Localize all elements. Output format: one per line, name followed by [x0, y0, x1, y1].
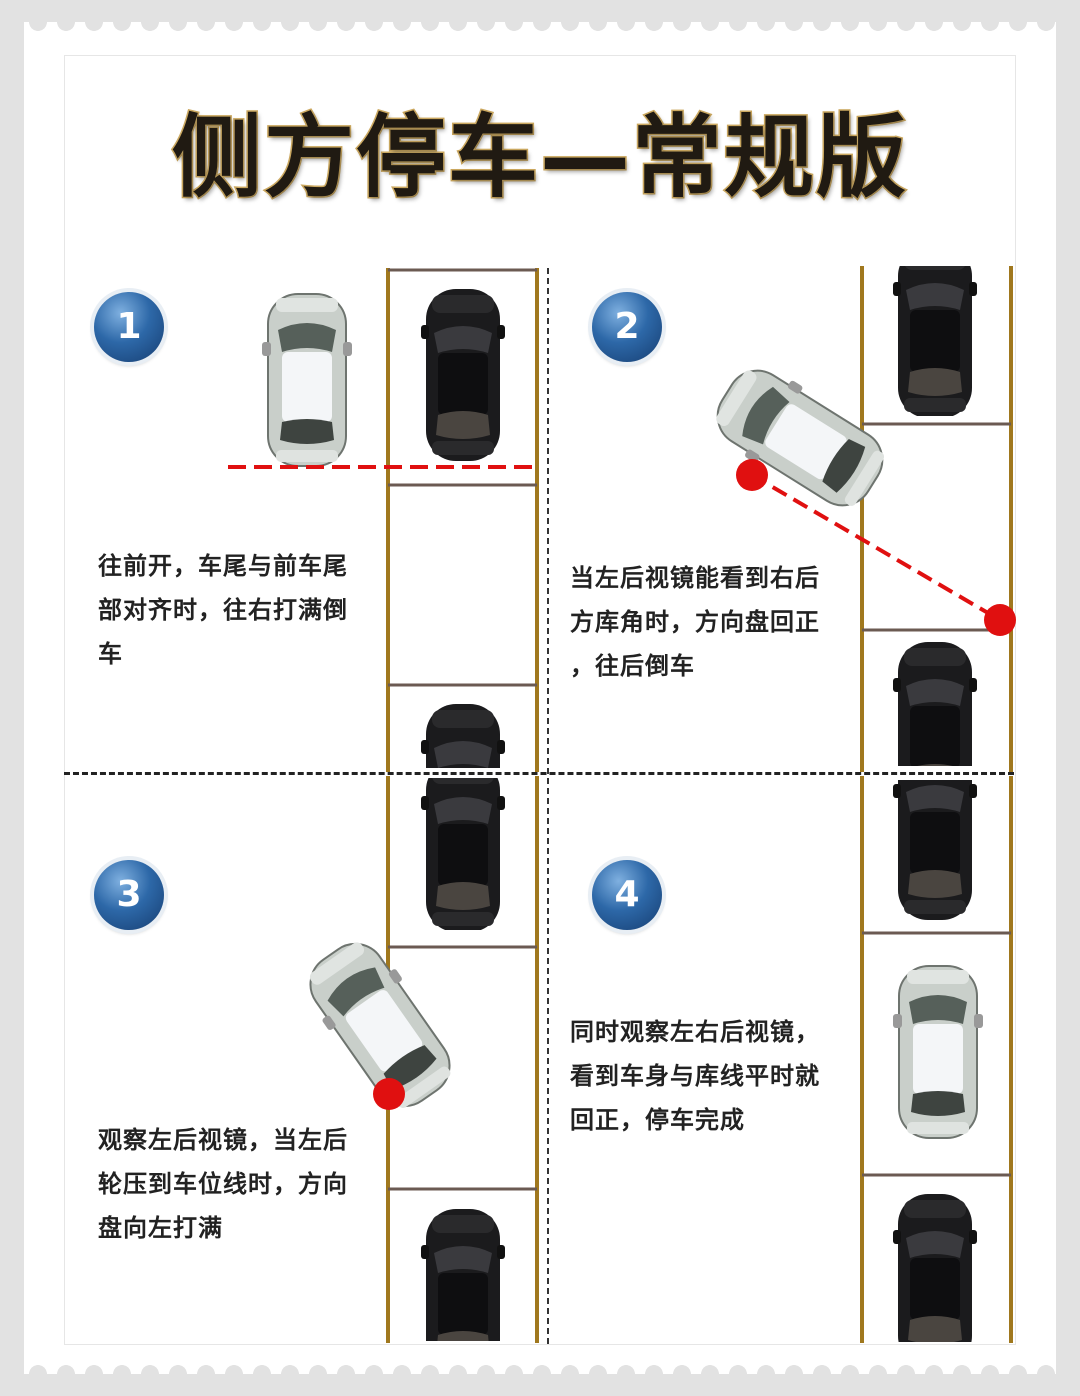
wheel-marker-dot — [373, 1078, 405, 1110]
step-3-line-1: 观察左后视镜，当左后 — [98, 1126, 348, 1154]
step-2-line-2: 方库角时，方向盘回正 — [570, 608, 820, 636]
step-3-line-3: 盘向左打满 — [98, 1214, 223, 1242]
step-4-line-1: 同时观察左右后视镜， — [570, 1018, 820, 1046]
step-4-line-2: 看到车身与库线平时就 — [570, 1062, 820, 1090]
page-title: 侧方停车—常规版 — [171, 105, 908, 210]
step-1-line-3: 车 — [98, 640, 123, 668]
panel-4-lot — [860, 776, 1013, 1343]
step-4-text: 同时观察左右后视镜， 看到车身与库线平时就 回正，停车完成 — [570, 1010, 850, 1142]
step-3-text: 观察左后视镜，当左后 轮压到车位线时，方向 盘向左打满 — [98, 1118, 378, 1250]
parked-car-rear-3 — [421, 1209, 505, 1341]
step-2-badge: 2 — [592, 292, 662, 362]
step-3-line-2: 轮压到车位线时，方向 — [98, 1170, 348, 1198]
step-3-badge: 3 — [94, 860, 164, 930]
parked-car-front — [421, 289, 505, 461]
learner-car-1 — [261, 293, 353, 467]
step-2-line-1: 当左后视镜能看到右后 — [570, 564, 820, 592]
learner-car-4 — [892, 965, 984, 1139]
step-1-badge: 1 — [94, 292, 164, 362]
step-1-line-2: 部对齐时，往右打满倒 — [98, 596, 348, 624]
divider-horizontal — [64, 772, 1014, 775]
mirror-marker-dot — [736, 459, 768, 491]
step-2-text: 当左后视镜能看到右后 方库角时，方向盘回正 ，往后倒车 — [570, 556, 850, 688]
learner-car-2 — [702, 353, 898, 523]
parked-car-front-2 — [893, 266, 977, 416]
step-4-line-3: 回正，停车完成 — [570, 1106, 745, 1134]
step-2-line-3: ，往后倒车 — [570, 652, 695, 680]
content-panel — [64, 55, 1016, 1345]
panel-1-lot — [386, 268, 539, 772]
parked-car-front-3 — [421, 778, 505, 930]
step-1-text: 往前开，车尾与前车尾 部对齐时，往右打满倒 车 — [98, 544, 378, 676]
corner-marker-dot — [984, 604, 1016, 636]
divider-vertical — [547, 268, 549, 1344]
step-4-badge: 4 — [592, 860, 662, 930]
parked-car-rear-4 — [893, 1194, 977, 1342]
step-1-line-1: 往前开，车尾与前车尾 — [98, 552, 348, 580]
panel-2-lot — [860, 266, 1013, 772]
